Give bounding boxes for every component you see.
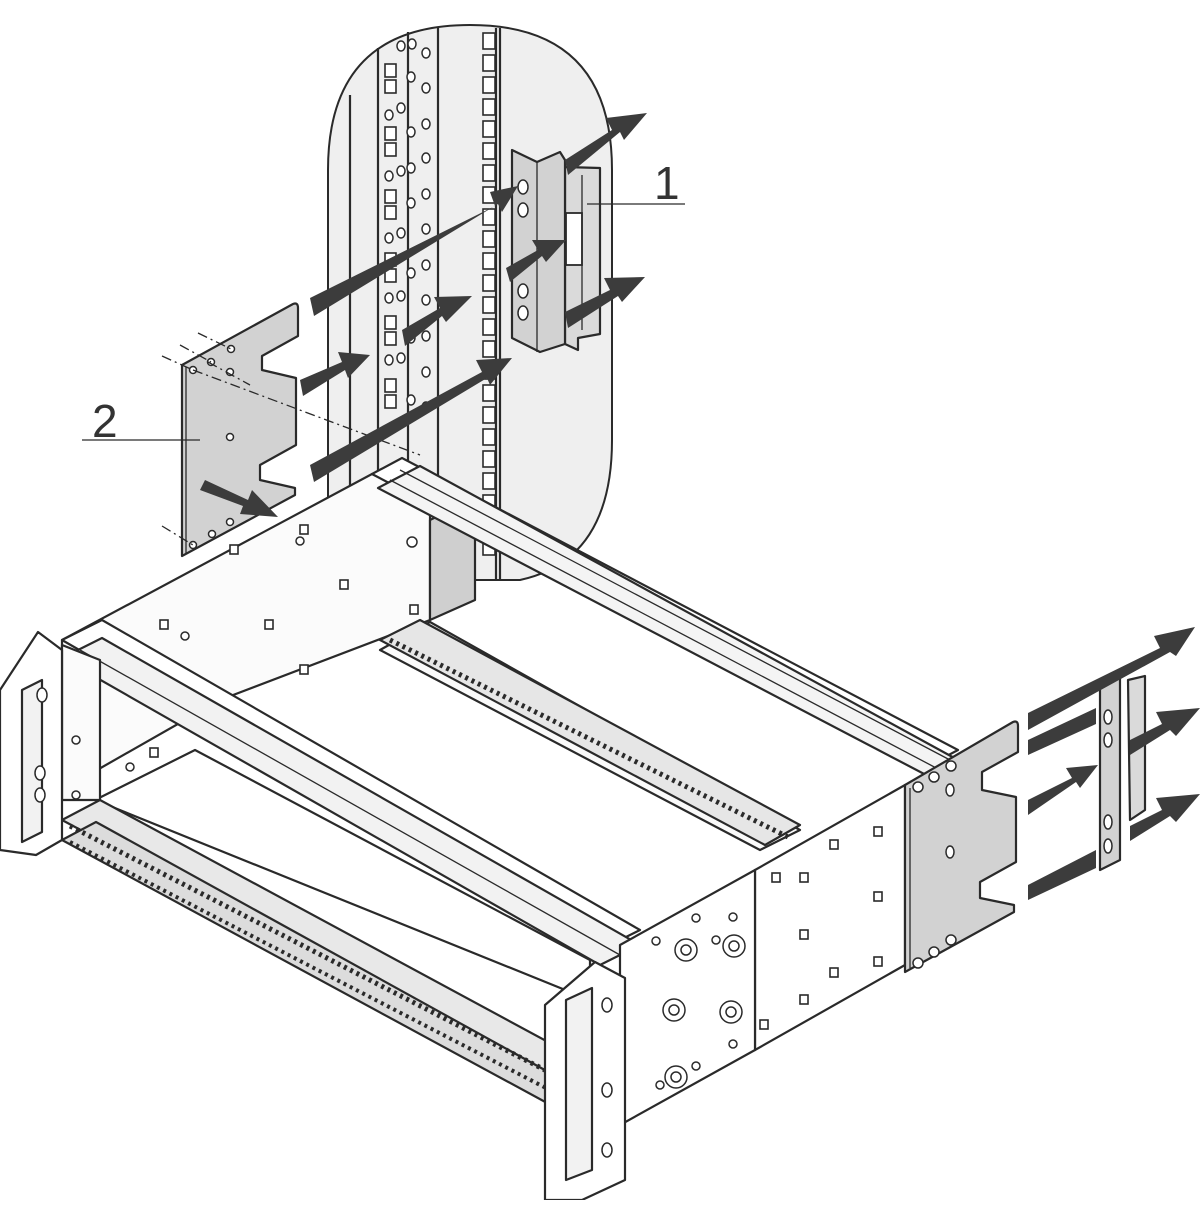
callout-2-label: 2	[92, 395, 118, 447]
assembly-arrows	[200, 113, 1200, 900]
front-face-holes	[651, 912, 746, 1090]
subrack-chassis	[60, 456, 1020, 1127]
callout-1-label: 1	[654, 157, 680, 209]
front-handle-right	[543, 960, 627, 1202]
post-round-holes	[384, 38, 431, 413]
front-handle-left	[0, 630, 64, 857]
side-wall-holes	[71, 524, 883, 1030]
mounting-plate-right	[903, 720, 1020, 974]
slide-rail-bracket-right	[1098, 673, 1147, 872]
